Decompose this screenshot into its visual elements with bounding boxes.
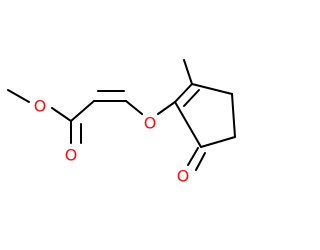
bond-ketone-2 [195,152,206,171]
atom-methyl-oxygen: O [34,97,47,116]
bond-ring-c5-c1 [174,101,202,148]
bond-ketone-1 [187,147,199,166]
atom-ether-oxygen: O [144,114,157,133]
bond-ring-c2-c3 [191,83,233,95]
bond-ring-c1-c2-inner [183,89,200,107]
bond-ring-c1-c2 [174,83,193,103]
bond-ring-c3-c4 [231,93,236,138]
bond-methyl-ring [183,59,193,85]
bond-methyl-o [7,89,30,103]
bond-o-ester-carbon [51,107,72,122]
atom-ketone-oxygen: O [177,167,190,186]
bond-ether-ring [157,101,176,115]
bond-ring-c4-c5 [200,136,236,148]
structure-canvas: O O O O [7,59,236,186]
atom-carbonyl-oxygen: O [65,146,78,165]
molecule-structure: O O O O [7,59,236,186]
bond-ester-alkene [70,100,95,122]
bond-alkene-ether [125,100,143,115]
